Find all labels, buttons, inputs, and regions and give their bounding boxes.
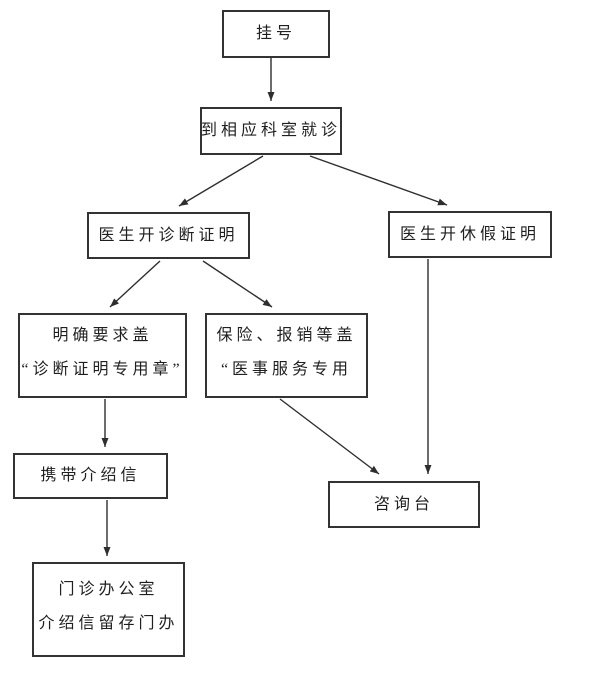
node-outpatient-office-line1: 门诊办公室 (58, 581, 159, 598)
node-doctor-diagnosis-certificate-label: 医生开诊断证明 (98, 226, 239, 244)
node-doctor-diagnosis-certificate: 医生开诊断证明 (87, 212, 250, 259)
node-require-diagnosis-seal-line1: 明确要求盖 (52, 326, 153, 344)
node-require-diagnosis-seal: 明确要求盖 “诊断证明专用章” (18, 313, 187, 398)
node-doctor-leave-certificate: 医生开休假证明 (388, 211, 552, 258)
arrow-visit-to-diag-cert (178, 155, 264, 207)
node-register: 挂号 (222, 10, 330, 58)
arrow-insurance-to-infodesk (279, 398, 380, 475)
node-insurance-service-seal-line2: “医事服务专用 (220, 360, 353, 378)
node-register-label: 挂号 (255, 25, 296, 42)
node-carry-introduction-letter-label: 携带介绍信 (40, 467, 141, 484)
node-information-desk: 咨询台 (328, 481, 480, 528)
arrow-diag-to-require-seal (109, 260, 161, 308)
node-visit-department: 到相应科室就诊 (200, 107, 342, 155)
node-outpatient-office: 门诊办公室 介绍信留存门办 (32, 562, 185, 657)
node-insurance-service-seal-line1: 保险、报销等盖 (216, 326, 357, 344)
node-doctor-leave-certificate-label: 医生开休假证明 (399, 225, 540, 243)
node-information-desk-label: 咨询台 (373, 495, 434, 513)
arrow-diag-to-insurance-seal (202, 260, 273, 308)
node-insurance-service-seal: 保险、报销等盖 “医事服务专用 (205, 313, 368, 398)
node-carry-introduction-letter: 携带介绍信 (13, 453, 168, 499)
node-require-diagnosis-seal-line2: “诊断证明专用章” (21, 360, 184, 378)
node-outpatient-office-line2: 介绍信留存门办 (38, 615, 179, 632)
arrow-visit-to-leave-cert (309, 155, 448, 206)
node-visit-department-label: 到相应科室就诊 (201, 122, 342, 139)
